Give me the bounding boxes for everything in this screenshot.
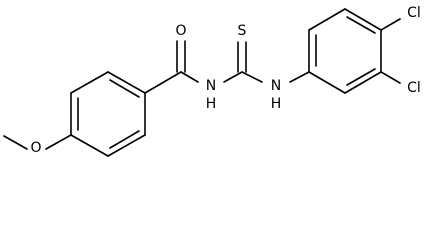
carbonyl-oxygen-label: O — [175, 23, 186, 39]
nh-to-ring2-bond — [289, 71, 310, 83]
dichlorophenyl-ring — [308, 8, 382, 94]
chlorine-top-bond — [380, 18, 401, 31]
methoxy-o-bond — [45, 134, 72, 150]
methoxyphenyl-ring — [70, 71, 146, 157]
amide-nitrogen-label: N — [206, 78, 216, 94]
nh-to-thiocarbonyl-bond — [223, 71, 243, 83]
thio-sulfur-label: S — [238, 23, 247, 39]
ring1-bond-6 — [70, 71, 109, 94]
chemical-structure-canvas: O N H S N H Cl Cl O — [3, 5, 421, 157]
ring2-double-bond-b — [346, 16, 376, 34]
ring2-double-bond-c — [346, 68, 376, 86]
thio-hydrogen-label: H — [271, 96, 282, 112]
thiocarbonyl-to-nh-bond — [241, 71, 263, 83]
thio-nitrogen-label: N — [271, 78, 281, 94]
ring1-bond-3 — [107, 134, 146, 157]
ring1-double-bond-a — [109, 79, 140, 98]
amide-hydrogen-label: H — [206, 96, 217, 112]
ring1-to-carbonyl-bond — [144, 71, 182, 94]
ring1-bond-1 — [107, 71, 146, 94]
ring1-double-bond-b — [109, 130, 140, 149]
carbonyl-to-nh-bond — [180, 71, 199, 83]
methoxy-ch3-bond — [3, 135, 28, 150]
ring2-bond-6 — [308, 71, 346, 94]
molecule-drawing: O N H S N H Cl Cl O — [3, 5, 421, 157]
chlorine-top-label: Cl — [407, 5, 421, 21]
chlorine-bottom-bond — [380, 71, 401, 84]
methoxy-oxygen-label: O — [30, 140, 41, 156]
ring2-bond-2 — [308, 8, 346, 31]
chlorine-bottom-label: Cl — [407, 80, 421, 96]
ring2-bond-3 — [344, 8, 382, 31]
ring1-bond-4 — [70, 134, 109, 157]
ring2-bond-5 — [344, 71, 382, 94]
